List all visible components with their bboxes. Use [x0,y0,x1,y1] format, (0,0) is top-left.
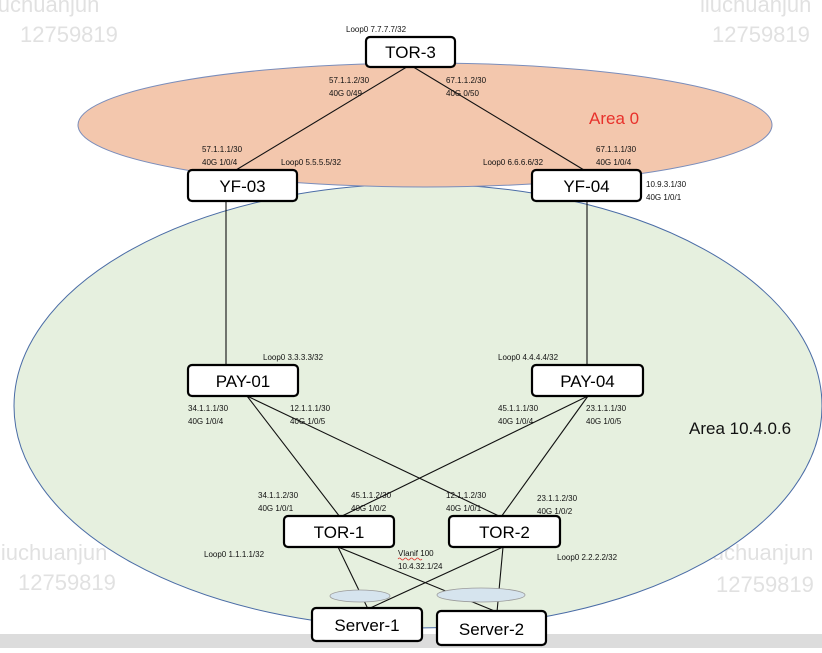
watermark-id: 12759819 [18,570,116,595]
yf04-ext-ip: 10.9.3.1/30 [646,180,687,189]
pay01-loopback-label: Loop0 3.3.3.3/32 [263,353,324,362]
node-label: TOR-3 [385,43,436,62]
tor2-b-port: 40G 1/0/2 [537,507,573,516]
link-tor3-yf03 [235,64,411,171]
tor3-right-port: 40G 0/50 [446,89,479,98]
tor1-loopback-label: Loop0 1.1.1.1/32 [204,550,265,559]
yf04-ext-port: 40G 1/0/1 [646,193,682,202]
tor2-a-ip: 12.1.1.2/30 [446,491,487,500]
yf04-port: 40G 1/0/4 [596,158,632,167]
vlanif-ip: 10.4.32.1/24 [398,562,443,571]
spellcheck-underline [397,557,423,561]
pay01-a-ip: 34.1.1.1/30 [188,404,229,413]
link-pay04-tor1 [339,395,589,518]
tor2-a-port: 40G 1/0/1 [446,504,482,513]
yf03-ip: 57.1.1.1/30 [202,145,243,154]
vlanif-number: 100 [418,549,434,558]
node-label: YF-03 [219,177,265,196]
pay01-b-ip: 12.1.1.1/30 [290,404,331,413]
pay04-loopback-label: Loop0 4.4.4.4/32 [498,353,559,362]
watermark-id: 12759819 [20,22,118,47]
link-pay04-tor2 [500,395,589,518]
node-server1[interactable]: Server-1 [310,606,424,643]
node-label: PAY-04 [560,372,615,391]
node-yf04[interactable]: YF-04 [530,168,643,203]
area-main-label: Area 10.4.0.6 [689,419,791,438]
tor3-left-port: 40G 0/49 [329,89,362,98]
link-tor3-yf04 [409,64,585,171]
tor1-a-ip: 34.1.1.2/30 [258,491,299,500]
tor3-left-ip: 57.1.1.2/30 [329,76,370,85]
node-label: YF-04 [563,177,609,196]
link-pay01-tor1 [246,395,341,518]
tor1-b-port: 40G 1/0/2 [351,504,387,513]
watermark-id: 12759819 [716,572,814,597]
node-label: TOR-1 [314,523,365,542]
area0-label: Area 0 [589,109,639,128]
yf03-loopback-label: Loop0 5.5.5.5/32 [281,158,342,167]
area0-ellipse [77,62,773,188]
node-tor2[interactable]: TOR-2 [447,514,562,549]
node-pay04[interactable]: PAY-04 [530,363,645,398]
node-pay01[interactable]: PAY-01 [186,363,300,398]
yf03-port: 40G 1/0/4 [202,158,238,167]
tor3-loopback-label: Loop0 7.7.7.7/32 [346,25,407,34]
watermark-name: liuchuanjun [0,540,107,565]
vlanif-word: Vlanif [398,549,419,558]
tor2-b-ip: 23.1.1.2/30 [537,494,578,503]
tor1-b-ip: 45.1.1.2/30 [351,491,392,500]
tor1-a-port: 40G 1/0/1 [258,504,294,513]
vlanif-label: Vlanif 100 [398,549,434,558]
node-tor3[interactable]: TOR-3 [364,35,457,69]
interface-labels: Loop0 7.7.7.7/32 57.1.1.2/30 40G 0/49 67… [188,25,687,571]
tor3-right-ip: 67.1.1.2/30 [446,76,487,85]
link-pay01-tor2 [246,395,502,518]
pay04-b-ip: 23.1.1.1/30 [586,404,627,413]
node-label: TOR-2 [479,523,530,542]
watermark-name: liuchuanjun [700,0,811,17]
node-label: PAY-01 [216,372,271,391]
yf04-ip: 67.1.1.1/30 [596,145,637,154]
pay04-a-port: 40G 1/0/4 [498,417,534,426]
node-label: Server-2 [459,620,524,639]
tor2-loopback-label: Loop0 2.2.2.2/32 [557,553,618,562]
watermark-id: 12759819 [712,22,810,47]
pay04-b-port: 40G 1/0/5 [586,417,622,426]
node-yf03[interactable]: YF-03 [186,168,299,203]
lag-oval-server1 [329,589,391,603]
watermark-name: liuchuanjun [0,0,99,17]
pay04-a-ip: 45.1.1.1/30 [498,404,539,413]
node-tor1[interactable]: TOR-1 [282,514,396,549]
node-label: Server-1 [334,616,399,635]
node-server2[interactable]: Server-2 [435,609,548,647]
pay01-b-port: 40G 1/0/5 [290,417,326,426]
lag-oval-server2 [436,587,526,603]
yf04-loopback-label: Loop0 6.6.6.6/32 [483,158,544,167]
link-tor2-server1 [367,546,504,610]
pay01-a-port: 40G 1/0/4 [188,417,224,426]
